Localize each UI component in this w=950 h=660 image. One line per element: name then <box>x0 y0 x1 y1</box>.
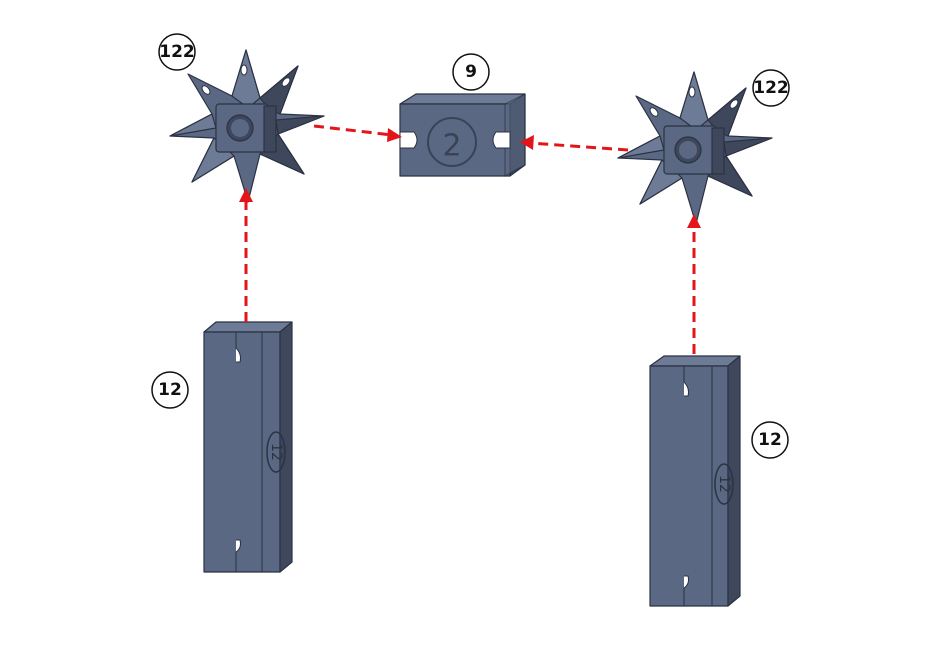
callout-tube-right-label: 12 <box>758 430 782 450</box>
tube-left: 12 <box>204 322 292 572</box>
star-connector-left <box>170 50 324 202</box>
callout-connector-right-label: 122 <box>753 78 789 98</box>
callout-tube-left: 12 <box>152 372 188 408</box>
callout-connector-left-label: 122 <box>159 42 195 62</box>
assembly-arrow-left-star-to-coupler <box>314 126 402 142</box>
callout-tube-left-label: 12 <box>158 380 182 400</box>
assembly-arrow-right-tube-to-star <box>687 214 701 354</box>
tube-right: 12 <box>650 356 740 606</box>
assembly-arrow-left-tube-to-star <box>239 188 253 322</box>
coupler-part: 2 <box>400 94 525 176</box>
callout-connector-left: 122 <box>159 34 195 70</box>
callout-tube-right: 12 <box>752 422 788 458</box>
star-connector-right <box>618 72 772 224</box>
tube-right-mark: 12 <box>716 475 732 493</box>
callout-coupler-label: 9 <box>465 62 477 82</box>
callout-connector-right: 122 <box>753 70 789 106</box>
coupler-mark: 2 <box>442 129 461 164</box>
assembly-arrow-right-star-to-coupler <box>520 135 628 150</box>
callout-coupler: 9 <box>453 54 489 90</box>
tube-left-mark: 12 <box>268 443 284 461</box>
